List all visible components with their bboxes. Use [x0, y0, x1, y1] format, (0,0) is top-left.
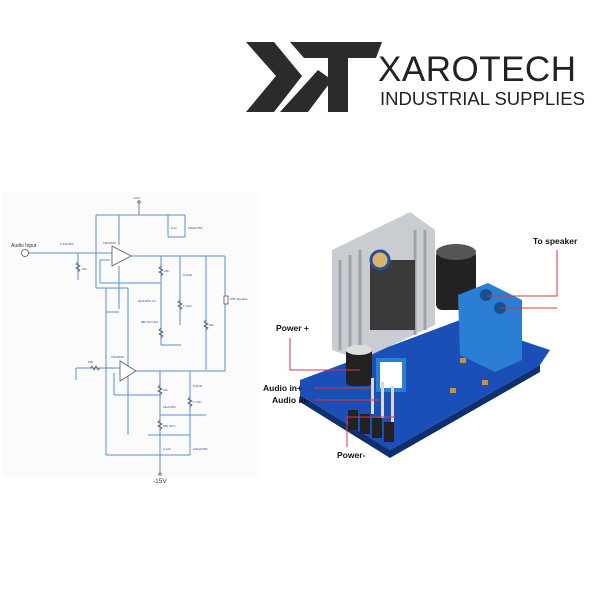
supply-pos-label: +15V: [133, 196, 140, 200]
c4-label: 22uF/25V C4: [138, 299, 156, 303]
r3-label: 680 Ohm R3: [141, 320, 158, 324]
audio-in-plus-label: Audio in+: [263, 383, 302, 393]
brand-tagline: INDUSTRIAL SUPPLIES: [380, 88, 585, 109]
c9-label: 0.1uF: [163, 447, 171, 451]
power-plus-label: Power +: [276, 323, 309, 333]
electrolytic-capacitor-small: [346, 348, 372, 386]
r2-label: 1 Ohm: [183, 304, 193, 308]
terminal-block: [458, 283, 522, 372]
heatsink: [332, 212, 435, 360]
r1-label: 22k: [209, 323, 214, 327]
callout-lines: [289, 250, 558, 447]
c7-label: 22uF/25V: [163, 405, 176, 409]
opamp1-label: TDA2030: [103, 241, 116, 245]
supply-neg-label: -15V: [153, 478, 167, 485]
audio-input-label: Audio Input: [11, 243, 37, 249]
brand-name: XAROTECH: [378, 50, 577, 89]
c6-label: 0.22uF: [193, 384, 203, 388]
to-speaker-label: To speaker: [533, 236, 578, 246]
opamp-2-symbol: [119, 360, 137, 382]
r7-label: 1 Ohm: [193, 400, 203, 404]
r6-label: 22k: [163, 388, 168, 392]
c3-label: 0.22uF: [183, 273, 193, 277]
r9-label: 680 Ohm: [163, 424, 176, 428]
schematic-components: [21, 200, 229, 476]
opamp-1-symbol: [111, 245, 132, 267]
speaker-symbol: [223, 295, 229, 305]
r5-label: 22k: [82, 267, 87, 271]
c2-label: 0.1u: [171, 226, 177, 230]
amplifier-board-photo: [289, 212, 558, 458]
c5-label: 2.2uF/16V: [60, 242, 74, 246]
c8-label: 100uF/25V: [193, 447, 208, 451]
xt-logo-mark: [246, 42, 382, 112]
audio-in-minus-label: Audio in-: [272, 395, 309, 405]
speaker-label: SP1 Speaker: [230, 297, 248, 301]
c1-label: 100uF/25V: [188, 226, 203, 230]
pin-header: [348, 410, 394, 442]
r4-label: 22k: [164, 269, 169, 273]
power-minus-label: Power-: [337, 450, 366, 460]
amplifier-schematic: +15V -15V Audio Input 2.2uF/16V 22k TDA2…: [2, 192, 260, 485]
r8-label: 22k: [88, 360, 93, 364]
opamp2-label: TDA2030: [111, 355, 124, 359]
audio-jack-symbol: [21, 249, 29, 257]
